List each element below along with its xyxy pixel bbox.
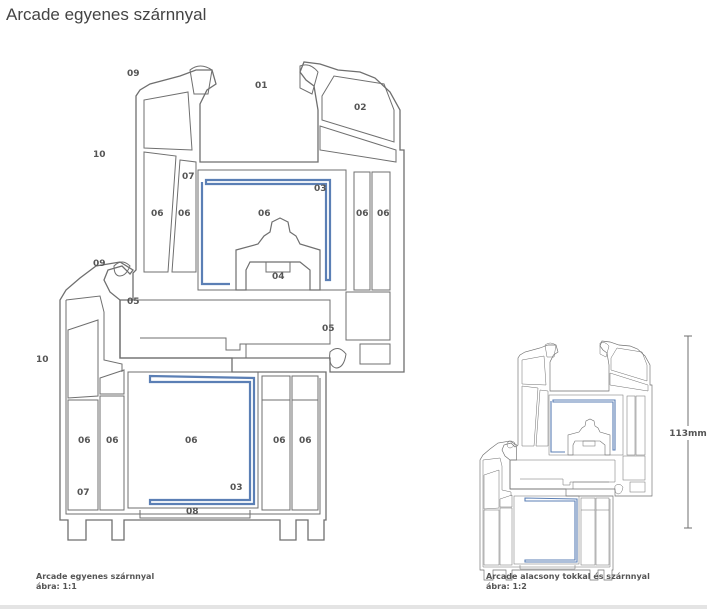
label-06-d: 06: [356, 209, 369, 219]
label-03-top: 03: [314, 184, 327, 194]
label-02: 02: [354, 103, 367, 113]
label-06-c: 06: [258, 209, 271, 219]
label-10-top: 10: [93, 150, 106, 160]
label-06-b: 06: [178, 209, 191, 219]
label-08: 08: [186, 507, 199, 517]
label-05-left: 05: [127, 297, 140, 307]
label-06-a: 06: [151, 209, 164, 219]
label-07-bottom: 07: [77, 488, 90, 498]
caption-left-name: Arcade egyenes szárnnyal: [36, 572, 155, 581]
label-09-top: 09: [127, 69, 140, 79]
label-06-f: 06: [78, 436, 91, 446]
caption-left-scale: ábra: 1:1: [36, 582, 77, 591]
label-06-h: 06: [185, 436, 198, 446]
label-06-e: 06: [377, 209, 390, 219]
bottom-divider: [0, 605, 707, 609]
caption-right: Arcade alacsony tokkal és szárnnyal ábra…: [486, 572, 650, 592]
label-07-top: 07: [182, 172, 195, 182]
dimension-label: 113mm: [669, 429, 707, 439]
label-06-i: 06: [273, 436, 286, 446]
page-title: Arcade egyenes szárnnyal: [6, 5, 207, 24]
label-05-right: 05: [322, 324, 335, 334]
label-10-mid: 10: [36, 355, 49, 365]
label-01: 01: [255, 81, 268, 91]
caption-right-scale: ábra: 1:2: [486, 582, 527, 591]
label-06-g: 06: [106, 436, 119, 446]
main-profile-drawing: [58, 60, 406, 542]
label-06-j: 06: [299, 436, 312, 446]
caption-left: Arcade egyenes szárnnyal ábra: 1:1: [36, 572, 154, 592]
label-04: 04: [272, 272, 285, 282]
label-09-mid: 09: [93, 259, 106, 269]
small-profile-drawing: [479, 340, 653, 581]
label-03-bottom: 03: [230, 483, 243, 493]
caption-right-name: Arcade alacsony tokkal és szárnnyal: [486, 572, 650, 581]
